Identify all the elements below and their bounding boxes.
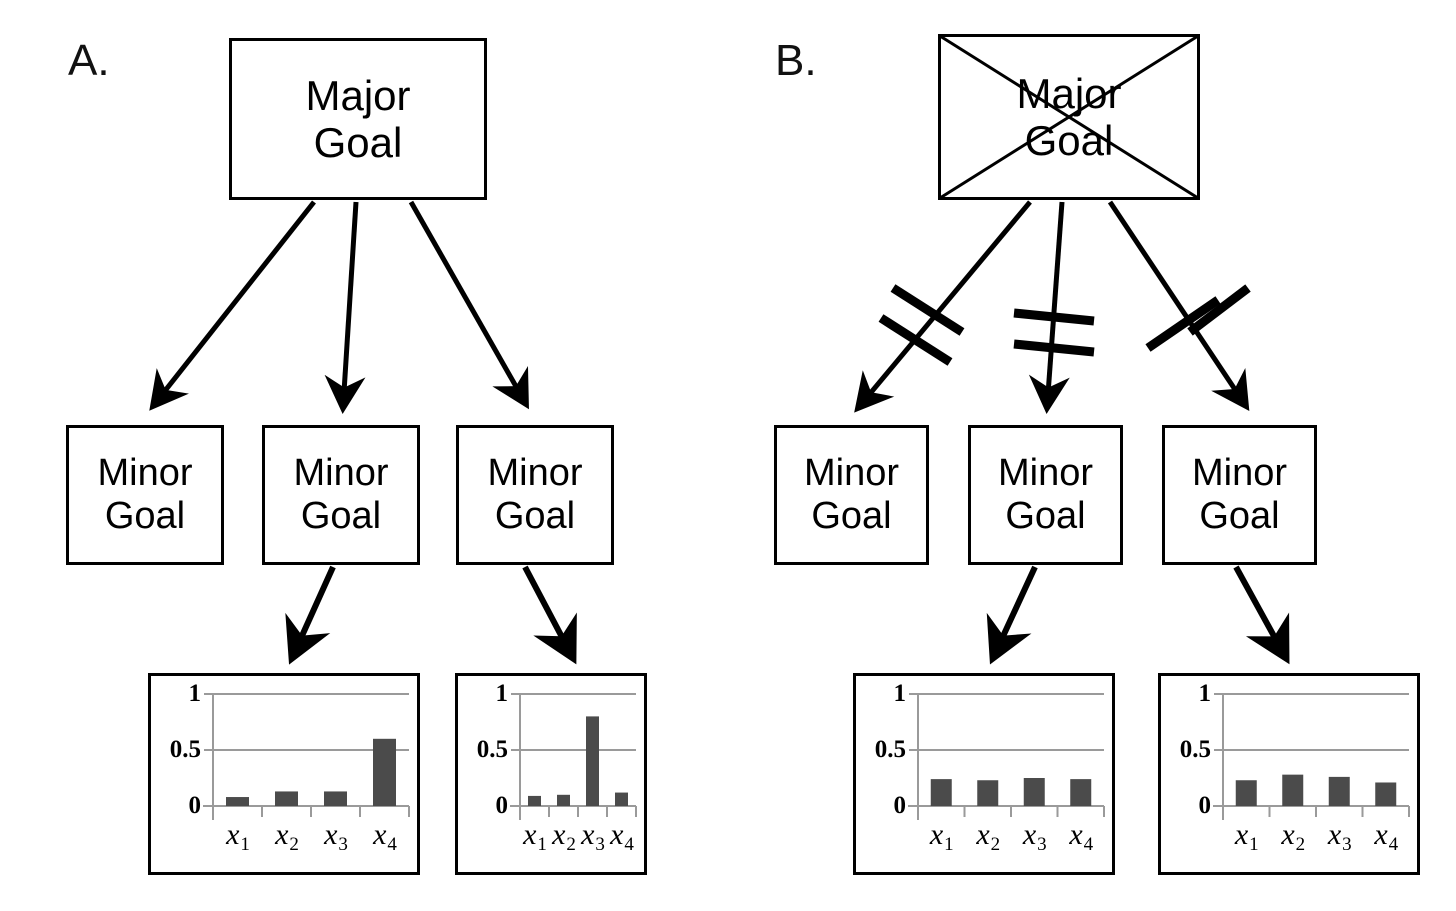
x-axis-tick-label: x1	[226, 818, 250, 855]
minor-goal-line1: Minor	[997, 452, 1094, 495]
chart-box-b-2: 1 0.5 0 x1 x2 x3 x4	[1158, 673, 1420, 875]
x-axis-tick-label: x4	[1374, 818, 1399, 855]
bar	[1070, 779, 1092, 806]
bar	[1375, 782, 1397, 806]
minor-goal-line1: Minor	[487, 452, 583, 495]
major-goal-box-a[interactable]: Major Goal	[229, 38, 487, 200]
broken-link-mark-1	[878, 284, 965, 366]
chart-svg	[1213, 693, 1410, 820]
chart-box-b-1: 1 0.5 0 x1 x2 x3 x4	[853, 673, 1115, 875]
x-axis-tick-label: x4	[1069, 818, 1094, 855]
bar	[528, 795, 541, 806]
broken-link-mark-2	[1013, 308, 1095, 357]
panel-label-b: B.	[775, 36, 817, 85]
minor-goal-line1: Minor	[803, 452, 900, 495]
chart-box-a-1: 1 0.5 0 x1 x2 x3 x4	[148, 673, 420, 875]
bar	[557, 794, 570, 806]
minor-goal-line1: Minor	[293, 452, 389, 495]
arrow-b-major-to-minor-1	[854, 200, 1032, 413]
bar	[586, 716, 599, 806]
arrow-b-minor3-to-chart2	[1233, 565, 1290, 665]
bar	[1282, 774, 1304, 806]
minor-goal-line2: Goal	[811, 495, 892, 537]
broken-link-mark-3	[1145, 284, 1251, 352]
bar-chart-b-2: 1 0.5 0 x1 x2 x3 x4	[1161, 676, 1417, 872]
x-axis-tick-label: x2	[552, 818, 576, 855]
y-axis-tick-label: 0.5	[874, 736, 906, 763]
bar	[1328, 776, 1350, 806]
bar	[615, 792, 628, 806]
bar	[1023, 778, 1045, 806]
y-axis-tick-label: 0.5	[169, 736, 201, 763]
x-axis-tick-label: x2	[976, 818, 1001, 855]
minor-goal-line2: Goal	[1005, 495, 1086, 537]
x-axis-tick-label: x3	[581, 818, 605, 855]
major-goal-box-b[interactable]: Major Goal	[938, 34, 1200, 200]
minor-goal-line1: Minor	[1191, 452, 1288, 495]
major-goal-line1: Major	[1016, 69, 1122, 117]
arrow-a-major-to-minor-3	[408, 200, 529, 410]
minor-goal-line1: Minor	[97, 452, 193, 495]
major-goal-line1: Major	[305, 71, 411, 119]
minor-goal-line2: Goal	[104, 495, 186, 537]
minor-goal-box-a-2[interactable]: Minor Goal	[262, 425, 420, 565]
minor-goal-box-b-3[interactable]: Minor Goal	[1162, 425, 1317, 565]
minor-goal-box-a-1[interactable]: Minor Goal	[66, 425, 224, 565]
x-axis-tick-label: x2	[275, 818, 299, 855]
chart-svg	[510, 693, 637, 820]
major-goal-line2: Goal	[1024, 117, 1114, 164]
bar	[930, 779, 952, 806]
minor-goal-box-a-3[interactable]: Minor Goal	[456, 425, 614, 565]
x-axis-tick-label: x3	[324, 818, 348, 855]
bar	[226, 797, 249, 806]
bar	[275, 791, 298, 806]
chart-svg	[203, 693, 410, 820]
y-axis-tick-label: 0	[1198, 792, 1212, 819]
x-axis-tick-label: x4	[373, 818, 397, 855]
x-axis-tick-label: x1	[523, 818, 547, 855]
x-axis-tick-label: x1	[1234, 818, 1259, 855]
bar	[373, 738, 396, 806]
minor-goal-box-b-2[interactable]: Minor Goal	[968, 425, 1123, 565]
y-axis-tick-label: 1	[188, 680, 202, 707]
arrow-b-major-to-minor-2	[1028, 201, 1070, 414]
arrow-a-minor2-to-chart1	[285, 565, 336, 665]
bar	[324, 791, 347, 806]
x-axis-tick-label: x4	[610, 818, 634, 855]
minor-goal-box-b-1[interactable]: Minor Goal	[774, 425, 929, 565]
bar	[977, 780, 999, 806]
bar-chart-a-1: 1 0.5 0 x1 x2 x3 x4	[151, 676, 417, 872]
y-axis-tick-label: 0	[188, 792, 202, 819]
x-axis-tick-label: x1	[929, 818, 954, 855]
panel-label-a: A.	[68, 36, 110, 85]
minor-goal-line2: Goal	[1199, 495, 1280, 537]
arrow-b-major-to-minor-3	[1107, 200, 1250, 411]
minor-goal-line2: Goal	[494, 495, 576, 537]
bar	[1235, 780, 1257, 806]
y-axis-tick-label: 0	[893, 792, 907, 819]
x-axis-tick-label: x3	[1327, 818, 1352, 855]
minor-goal-line2: Goal	[300, 495, 382, 537]
bar-chart-b-1: 1 0.5 0 x1 x2 x3 x4	[856, 676, 1112, 872]
y-axis-tick-label: 1	[1198, 680, 1212, 707]
y-axis-tick-label: 0	[495, 792, 509, 819]
arrow-a-major-to-minor-1	[149, 200, 316, 411]
y-axis-tick-label: 1	[495, 680, 509, 707]
y-axis-tick-label: 0.5	[1179, 736, 1211, 763]
y-axis-tick-label: 0.5	[476, 736, 508, 763]
major-goal-line2: Goal	[313, 119, 403, 166]
arrow-a-minor3-to-chart2	[522, 565, 577, 665]
arrow-a-major-to-minor-2	[324, 201, 366, 414]
x-axis-tick-label: x2	[1281, 818, 1306, 855]
chart-svg	[908, 693, 1105, 820]
x-axis-tick-label: x3	[1022, 818, 1047, 855]
arrow-b-minor2-to-chart1	[986, 565, 1038, 665]
y-axis-tick-label: 1	[893, 680, 907, 707]
